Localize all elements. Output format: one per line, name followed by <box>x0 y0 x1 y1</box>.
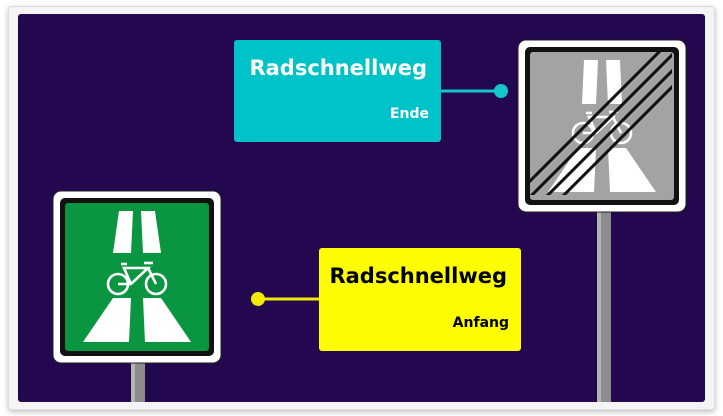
label-end-title: Radschnellweg <box>249 56 427 80</box>
connector-start <box>251 292 319 306</box>
radschnellweg-start-sign <box>52 190 222 402</box>
label-end-subtitle: Ende <box>389 106 429 122</box>
label-radschnellweg-ende: Radschnellweg Ende <box>234 40 441 142</box>
connector-end <box>441 84 508 98</box>
label-start-subtitle: Anfang <box>452 315 509 331</box>
label-start-title: Radschnellweg <box>329 264 507 288</box>
label-radschnellweg-anfang: Radschnellweg Anfang <box>319 248 521 351</box>
bicycle-icon <box>106 261 168 296</box>
radschnellweg-end-sign <box>517 39 687 402</box>
